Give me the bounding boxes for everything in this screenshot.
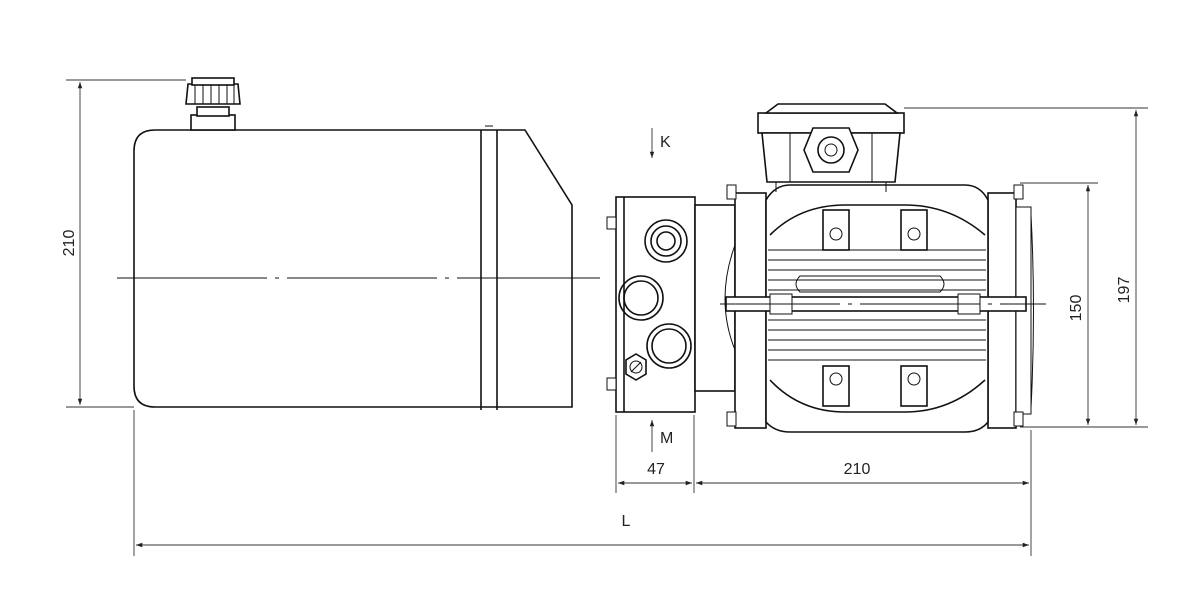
- dimension-lines: [77, 82, 1139, 548]
- extension-lines: [66, 79, 1148, 556]
- oil-tank: [133, 125, 573, 410]
- dim-motor-overall: 197: [1116, 277, 1133, 304]
- dim-flange-width: 47: [647, 461, 665, 478]
- port-m-label: M: [660, 430, 673, 447]
- dim-total-length: L: [622, 513, 631, 530]
- filler-cap: [185, 77, 241, 131]
- electric-motor: [725, 184, 1034, 433]
- pump-manifold: [606, 196, 696, 413]
- terminal-box: [757, 103, 905, 192]
- dim-tank-height: 210: [61, 230, 78, 257]
- dim-motor-length: 210: [844, 461, 871, 478]
- port-k-label: K: [660, 134, 671, 151]
- dim-motor-body: 150: [1068, 295, 1085, 322]
- center-lines: [117, 277, 1046, 305]
